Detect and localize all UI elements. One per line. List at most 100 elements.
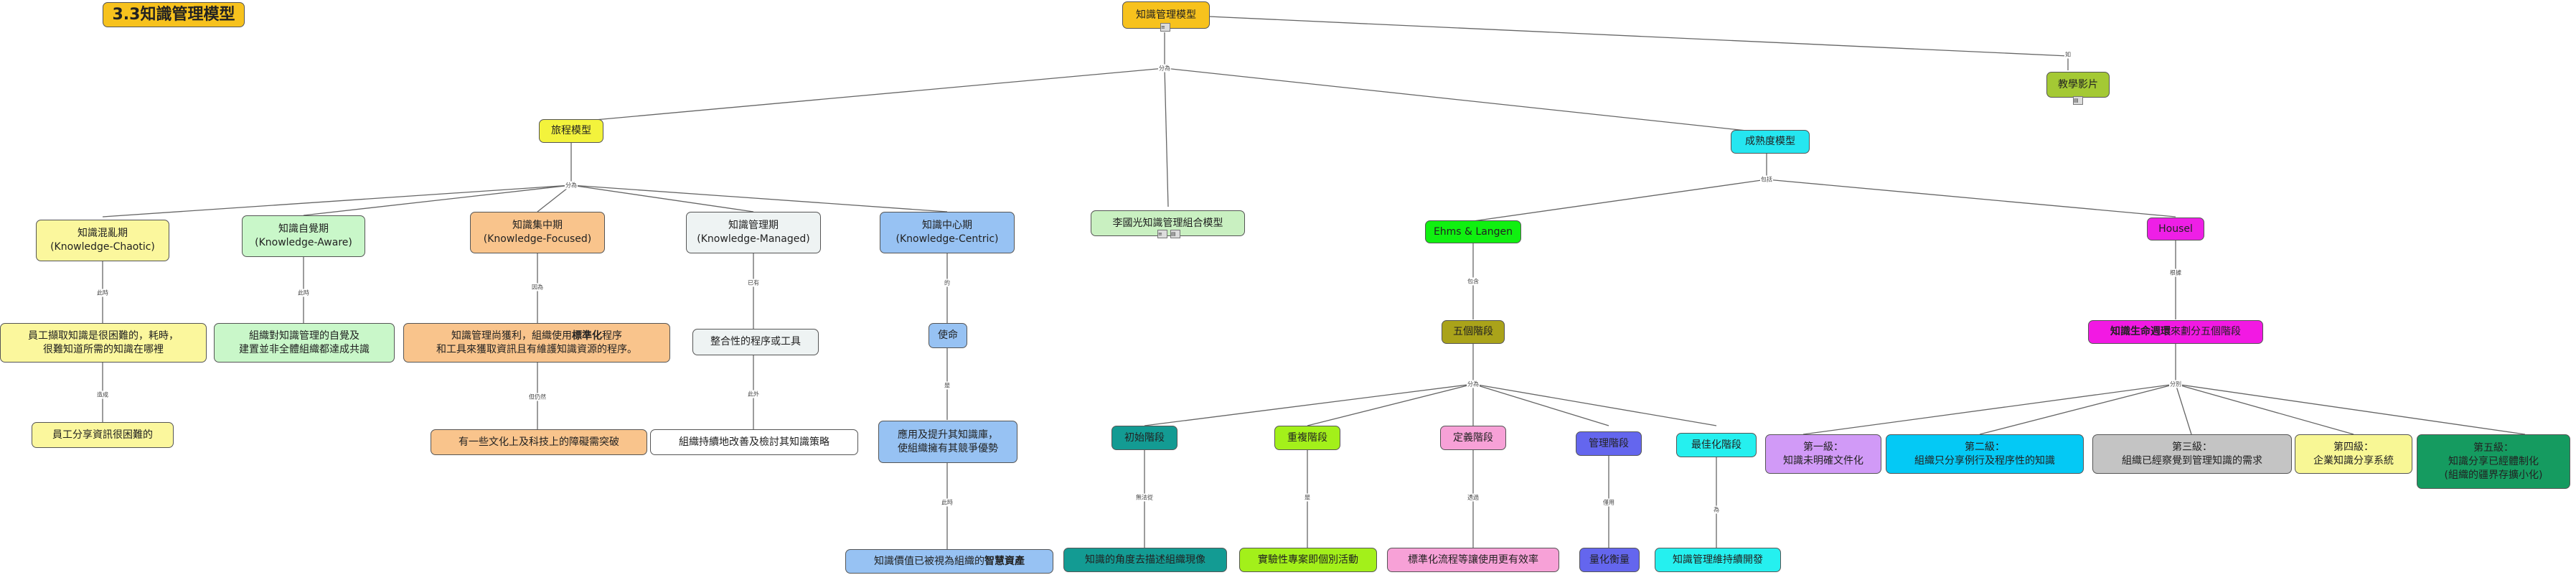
node-label: 知識價值已被視為組織的智慧資產 — [874, 555, 1025, 567]
node-label: 最佳化階段 — [1691, 439, 1741, 451]
node-label: 很難知道所需的知識在哪裡 — [43, 343, 164, 355]
node-managed-desc[interactable]: 整合性的程序或工具 — [692, 329, 819, 355]
node-defined-desc[interactable]: 標準化流程等讓使用更有效率 — [1387, 548, 1559, 572]
node-centric-apply[interactable]: 應用及提升其知識庫， 使組織擁有其競爭優勢 — [878, 421, 1017, 463]
document-icon[interactable]: ▤ — [2073, 96, 2083, 105]
node-label: 實驗性專案即個別活動 — [1258, 553, 1358, 566]
link-label: 分為 — [1467, 380, 1480, 388]
node-label: 重複階段 — [1287, 431, 1327, 444]
node-label: 量化衡量 — [1589, 553, 1630, 566]
node-managed-improve[interactable]: 組織持續地改善及檢討其知識策略 — [650, 429, 858, 455]
node-label: 知識生命週環來劃分五個階段 — [2110, 326, 2241, 337]
node-chaotic-sharing[interactable]: 員工分享資訊很困難的 — [32, 422, 174, 448]
node-label: 五個階段 — [1453, 326, 1493, 337]
node-label: Housel — [2158, 223, 2193, 235]
node-process-model[interactable]: 旅程模型 — [539, 119, 603, 143]
node-manage-stage[interactable]: 管理階段 — [1576, 431, 1642, 456]
node-knowledge-aware[interactable]: 知識自覺期 (Knowledge-Aware) — [242, 215, 365, 257]
node-initial-desc[interactable]: 知識的角度去描述組織現像 — [1063, 548, 1227, 572]
node-label: 組織只分享例行及程序性的知識 — [1914, 454, 2055, 467]
node-label: 第四級： — [2333, 441, 2374, 453]
node-label: 知識分享已經體制化 — [2448, 455, 2539, 467]
node-level-3[interactable]: 第三級： 組織已經察覺到管理知識的需求 — [2092, 434, 2292, 474]
node-knowledge-management-model[interactable]: 知識管理模型 — [1122, 1, 1210, 29]
link-label: 但仍然 — [528, 393, 547, 401]
node-label: 員工擷取知識是很困難的，耗時， — [28, 329, 179, 342]
node-label: 知識集中期 — [512, 220, 563, 231]
node-housel[interactable]: Housel — [2147, 218, 2204, 240]
link-label: 透過 — [1467, 493, 1480, 502]
node-aware-desc[interactable]: 組織對知識管理的自覺及 建置並非全體組織都達成共識 — [214, 323, 395, 363]
node-label-en: (Knowledge-Aware) — [255, 237, 352, 248]
node-initial-stage[interactable]: 初始階段 — [1111, 426, 1177, 450]
node-focused-desc[interactable]: 知識管理尚獲利，組織使用標準化程序 和工具來獲取資訊且有維護知識資源的程序。 — [403, 323, 670, 363]
node-optimize-desc[interactable]: 知識管理維持續開發 — [1655, 548, 1781, 572]
node-label: 第一級： — [1803, 441, 1843, 453]
node-label: 管理階段 — [1589, 437, 1629, 449]
node-knowledge-centric[interactable]: 知識中心期 (Knowledge-Centric) — [880, 212, 1015, 253]
node-optimize-stage[interactable]: 最佳化階段 — [1676, 433, 1757, 457]
node-label: 和工具來獲取資訊且有維護知識資源的程序。 — [436, 343, 637, 355]
link-label: 包含 — [1467, 277, 1480, 286]
node-label: 有一些文化上及科技上的障礙需突破 — [459, 436, 619, 448]
node-maturity-model[interactable]: 成熟度模型 — [1731, 130, 1810, 154]
node-focused-barrier[interactable]: 有一些文化上及科技上的障礙需突破 — [431, 429, 647, 455]
link-label: 的 — [944, 279, 951, 287]
node-label: 組織已經察覺到管理知識的需求 — [2122, 454, 2262, 467]
node-repeat-stage[interactable]: 重複階段 — [1274, 426, 1340, 450]
node-label: 企業知識分享系統 — [2313, 454, 2394, 467]
node-five-stages[interactable]: 五個階段 — [1442, 320, 1505, 344]
node-chaotic-desc[interactable]: 員工擷取知識是很困難的，耗時， 很難知道所需的知識在哪裡 — [0, 323, 207, 363]
node-level-5[interactable]: 第五級： 知識分享已經體制化 (組織的疆界存擴小化) — [2417, 434, 2570, 489]
node-label-en: (Knowledge-Focused) — [483, 233, 592, 245]
node-knowledge-chaotic[interactable]: 知識混亂期 (Knowledge-Chaotic) — [36, 220, 169, 261]
node-label: 第三級： — [2172, 441, 2212, 453]
node-label: 第二級： — [1965, 441, 2005, 453]
node-centric-mission[interactable]: 使命 — [929, 323, 967, 348]
node-ehms-langen[interactable]: Ehms & Langen — [1425, 220, 1521, 243]
node-defined-stage[interactable]: 定義階段 — [1440, 426, 1506, 450]
node-label: 第五級： — [2473, 441, 2514, 454]
node-label: 員工分享資訊很困難的 — [52, 429, 153, 441]
link-label: 如 — [2064, 50, 2072, 59]
link-label: 分為 — [1158, 64, 1171, 73]
link-label: 因為 — [531, 283, 544, 291]
link-label: 分別 — [2169, 380, 2182, 388]
node-level-1[interactable]: 第一級： 知識未明確文件化 — [1765, 434, 1881, 474]
node-label: 旅程模型 — [551, 125, 591, 136]
node-label: (組織的疆界存擴小化) — [2444, 469, 2543, 481]
node-label: 知識管理維持續開發 — [1673, 553, 1763, 566]
node-level-4[interactable]: 第四級： 企業知識分享系統 — [2295, 434, 2412, 474]
link-label: 是 — [1304, 493, 1311, 502]
node-centric-asset[interactable]: 知識價值已被視為組織的智慧資產 — [845, 549, 1053, 574]
link-label: 僅用 — [1602, 498, 1615, 507]
notes-icon[interactable]: ≡ — [1157, 230, 1167, 238]
node-label: 應用及提升其知識庫， — [898, 429, 998, 441]
link-label: 造成 — [96, 391, 109, 399]
node-label: Ehms & Langen — [1433, 225, 1513, 238]
page-title-text: 3.3知識管理模型 — [112, 6, 235, 24]
node-label: 知識管理尚獲利，組織使用標準化程序 — [451, 329, 622, 342]
node-repeat-desc[interactable]: 實驗性專案即個別活動 — [1239, 548, 1377, 572]
link-label: 此時 — [96, 289, 109, 297]
node-knowledge-focused[interactable]: 知識集中期 (Knowledge-Focused) — [470, 212, 605, 253]
node-label: 知識混亂期 — [77, 228, 128, 239]
notes-icon[interactable]: ≡ — [1160, 23, 1170, 32]
node-label: 教學影片 — [2058, 78, 2098, 90]
node-label: 成熟度模型 — [1745, 136, 1795, 147]
node-label: 知識管理模型 — [1136, 9, 1196, 21]
node-level-2[interactable]: 第二級： 組織只分享例行及程序性的知識 — [1886, 434, 2084, 474]
node-teaching-video[interactable]: 教學影片 — [2046, 72, 2110, 98]
node-li-model[interactable]: 李國光知識管理組合模型 — [1091, 210, 1245, 236]
document-icon[interactable]: ▤ — [1170, 230, 1180, 238]
node-label: 李國光知識管理組合模型 — [1112, 217, 1223, 229]
node-label: 知識未明確文件化 — [1783, 454, 1863, 467]
node-label: 使組織擁有其競爭優勢 — [898, 442, 998, 454]
node-manage-desc[interactable]: 量化衡量 — [1579, 548, 1640, 572]
node-lifecycle[interactable]: 知識生命週環來劃分五個階段 — [2088, 320, 2263, 344]
node-knowledge-managed[interactable]: 知識管理期 (Knowledge-Managed) — [686, 212, 821, 253]
link-label: 無法從 — [1135, 493, 1154, 502]
node-label-en: (Knowledge-Chaotic) — [50, 241, 155, 253]
link-label: 此時 — [297, 289, 310, 297]
